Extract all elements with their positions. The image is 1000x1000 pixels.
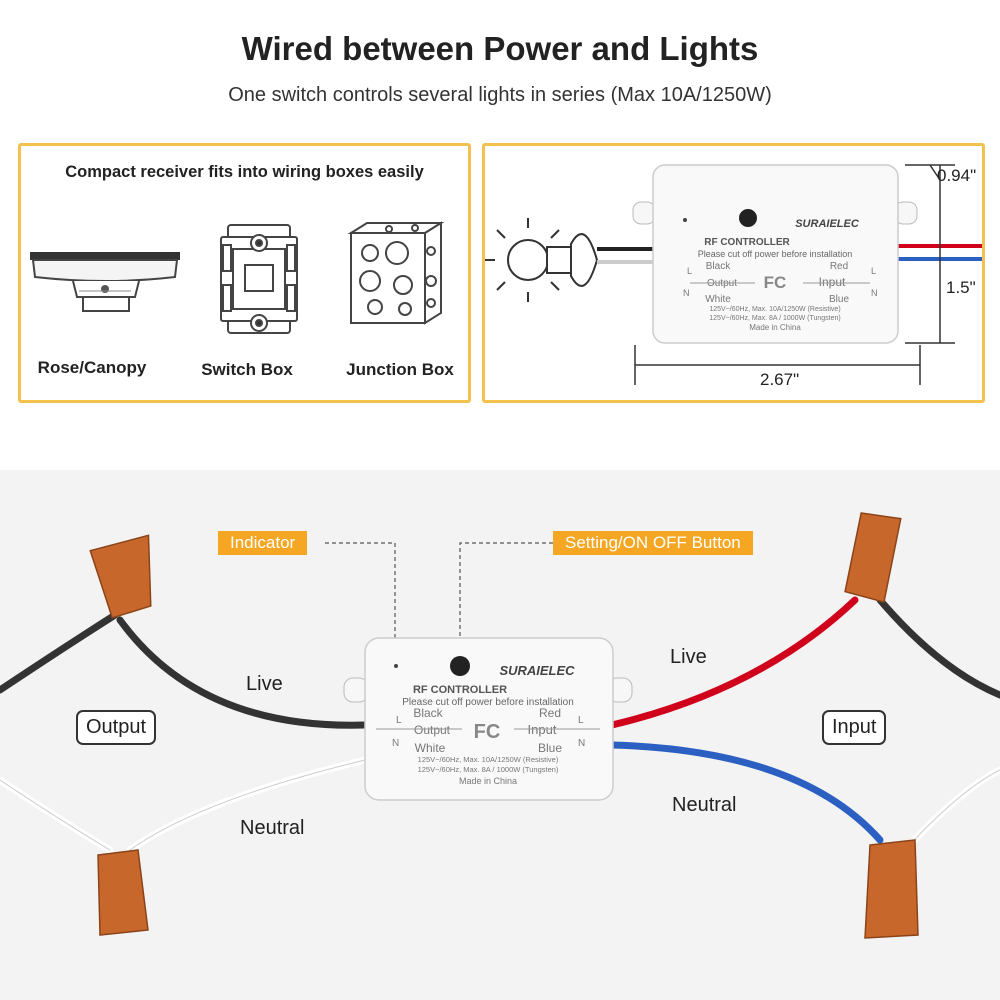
neutral-label-right: Neutral — [672, 794, 737, 816]
live-label-right: Live — [670, 646, 707, 668]
model-text: RF CONTROLLER — [413, 684, 507, 696]
terminal-l: L — [396, 715, 402, 726]
junction-box-label: Junction Box — [346, 360, 454, 379]
rating-tungsten: 125V~/60Hz, Max. 8A / 1000W (Tungsten) — [418, 765, 559, 774]
input-label-small: Input — [819, 275, 846, 289]
rating-resistive: 125V~/60Hz, Max. 10A/1250W (Resistive) — [418, 755, 559, 764]
white-label: White — [415, 741, 446, 755]
white-label-small: White — [705, 294, 731, 305]
setting-button-tag: Setting/ON OFF Button — [553, 531, 753, 555]
wire-nut-top-right — [844, 512, 902, 604]
page-title: Wired between Power and Lights — [241, 30, 759, 67]
input-pill: Input — [822, 710, 887, 745]
rating-resistive-small: 125V~/60Hz, Max. 10A/1250W (Resistive) — [709, 306, 840, 313]
terminal-n-right: N — [578, 738, 585, 749]
compatibility-heading: Compact receiver fits into wiring boxes … — [65, 163, 424, 181]
wires — [0, 596, 1000, 854]
red-label: Red — [539, 706, 561, 720]
receiver-wiring-view: SURAIELEC RF CONTROLLER Please cut off p… — [343, 637, 633, 801]
output-label: Output — [414, 723, 451, 737]
receiver-top-view: SURAIELEC RF CONTROLLER Please cut off p… — [632, 164, 918, 344]
wire-nut-top-left — [89, 534, 152, 619]
origin-small: Made in China — [749, 323, 801, 332]
output-pill: Output — [76, 710, 157, 745]
wiring-boxes-illustration — [30, 221, 445, 334]
warning-text: Please cut off power before installation — [402, 697, 574, 708]
red-label-small: Red — [830, 261, 848, 272]
dimension-lines — [634, 164, 955, 385]
indicator-tag: Indicator — [218, 531, 308, 555]
dimension-illustration: SURAIELEC RF CONTROLLER Please cut off p… — [485, 164, 982, 385]
page-subtitle: One switch controls several lights in se… — [228, 84, 772, 106]
wire-nut-bottom-left — [97, 849, 149, 936]
terminal-l2-small: L — [871, 266, 876, 276]
origin-text: Made in China — [459, 776, 517, 786]
fcc-logo-small: FC — [764, 273, 787, 292]
terminal-n-small: N — [683, 288, 690, 298]
brand-text: SURAIELEC — [499, 663, 575, 678]
wiring-diagram: SURAIELEC RF CONTROLLER Please cut off p… — [0, 512, 1000, 939]
switch-box-label: Switch Box — [201, 360, 293, 379]
width-dimension: 1.5" — [946, 278, 976, 297]
rose-canopy-label: Rose/Canopy — [37, 358, 147, 377]
warning-text-small: Please cut off power before installation — [698, 249, 852, 259]
switch-box-icon — [220, 224, 298, 334]
model-text-small: RF CONTROLLER — [704, 237, 790, 248]
terminal-n: N — [392, 738, 399, 749]
blue-label-small: Blue — [829, 294, 849, 305]
terminal-n2-small: N — [871, 288, 878, 298]
neutral-label-left: Neutral — [240, 817, 305, 839]
setting-button[interactable] — [450, 656, 470, 676]
brand-text-small: SURAIELEC — [795, 218, 860, 230]
wire-nut-bottom-right — [864, 839, 919, 939]
black-label-small: Black — [706, 261, 731, 272]
blue-label: Blue — [538, 741, 562, 755]
terminal-l-right: L — [578, 715, 584, 726]
live-label-left: Live — [246, 673, 283, 695]
length-dimension: 2.67" — [760, 370, 800, 389]
rose-canopy-icon — [30, 252, 180, 312]
junction-box-icon — [347, 221, 445, 325]
black-label: Black — [413, 706, 443, 720]
terminal-l-small: L — [687, 266, 692, 276]
rating-tungsten-small: 125V~/60Hz, Max. 8A / 1000W (Tungsten) — [709, 315, 840, 322]
fcc-logo: FC — [474, 721, 501, 743]
light-bulb-icon — [485, 218, 599, 302]
depth-dimension: 0.94" — [937, 166, 977, 185]
